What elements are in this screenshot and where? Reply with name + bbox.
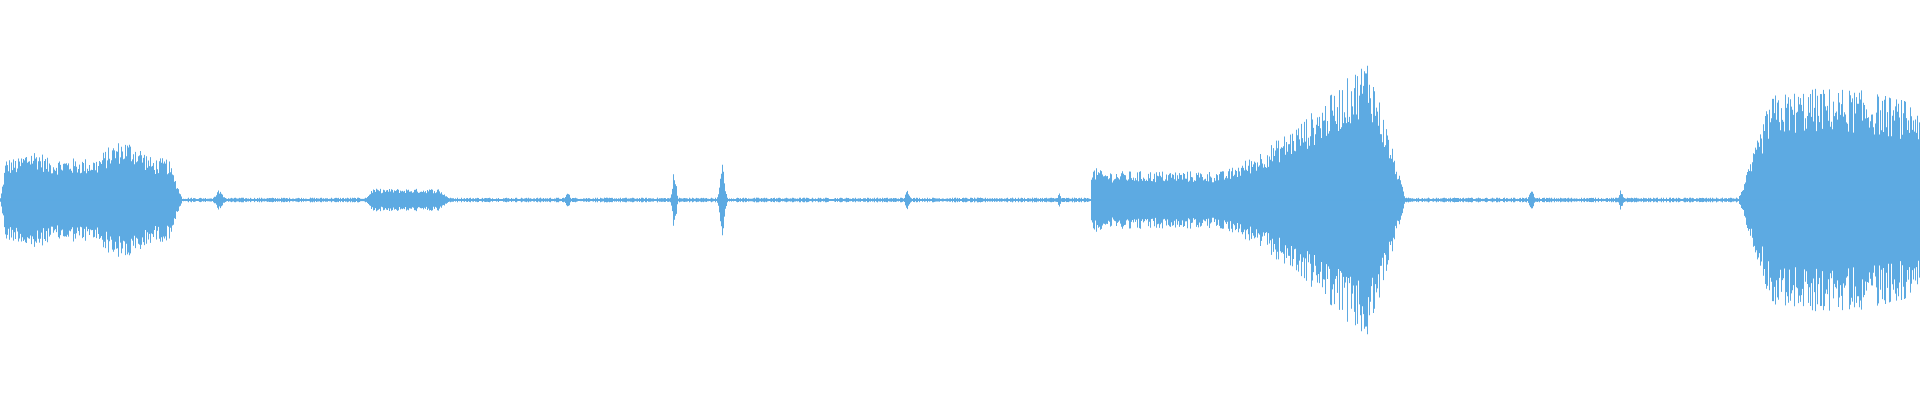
- audio-waveform: [0, 65, 1920, 335]
- waveform-svg: [0, 65, 1920, 335]
